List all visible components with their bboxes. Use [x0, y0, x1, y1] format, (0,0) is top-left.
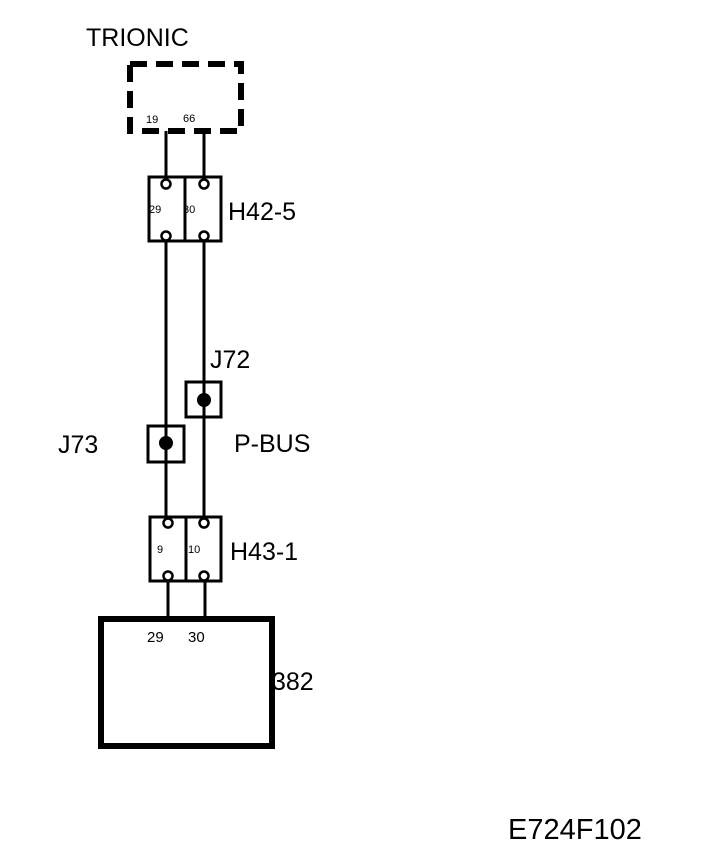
trionic-pin-19: 19: [146, 114, 158, 126]
module-pin-30: 30: [188, 629, 205, 646]
connector-h42-5: 29 30 H42-5: [147, 175, 296, 243]
h42-5-label: H42-5: [228, 198, 296, 226]
figure-reference: E724F102: [508, 814, 642, 846]
j73-label: J73: [58, 431, 98, 459]
j73-box: [146, 424, 186, 464]
j72-dot: [197, 393, 211, 407]
splice-j72: J72: [184, 346, 250, 419]
h43-1-label: H43-1: [230, 538, 298, 566]
j72-box: [184, 380, 223, 419]
j72-label: J72: [210, 346, 250, 374]
module-pin-29: 29: [147, 629, 164, 646]
p-bus-label: P-BUS: [234, 430, 310, 458]
h43-pin-9: 9: [157, 544, 163, 556]
j73-dot: [159, 436, 173, 450]
module-382: 29 30 382: [98, 616, 314, 749]
connector-h43-1: 9 10 H43-1: [148, 515, 298, 583]
trionic-unit: TRIONIC 19 66: [86, 24, 244, 134]
trionic-pin-66: 66: [183, 113, 195, 125]
module-382-body: [98, 616, 275, 749]
trionic-label: TRIONIC: [86, 24, 189, 52]
h43-pin-10: 10: [188, 544, 200, 556]
module-382-label: 382: [272, 668, 314, 696]
h42-pin-30: 30: [183, 204, 195, 216]
h42-pin-29: 29: [149, 204, 161, 216]
splice-j73: J73: [58, 424, 186, 464]
